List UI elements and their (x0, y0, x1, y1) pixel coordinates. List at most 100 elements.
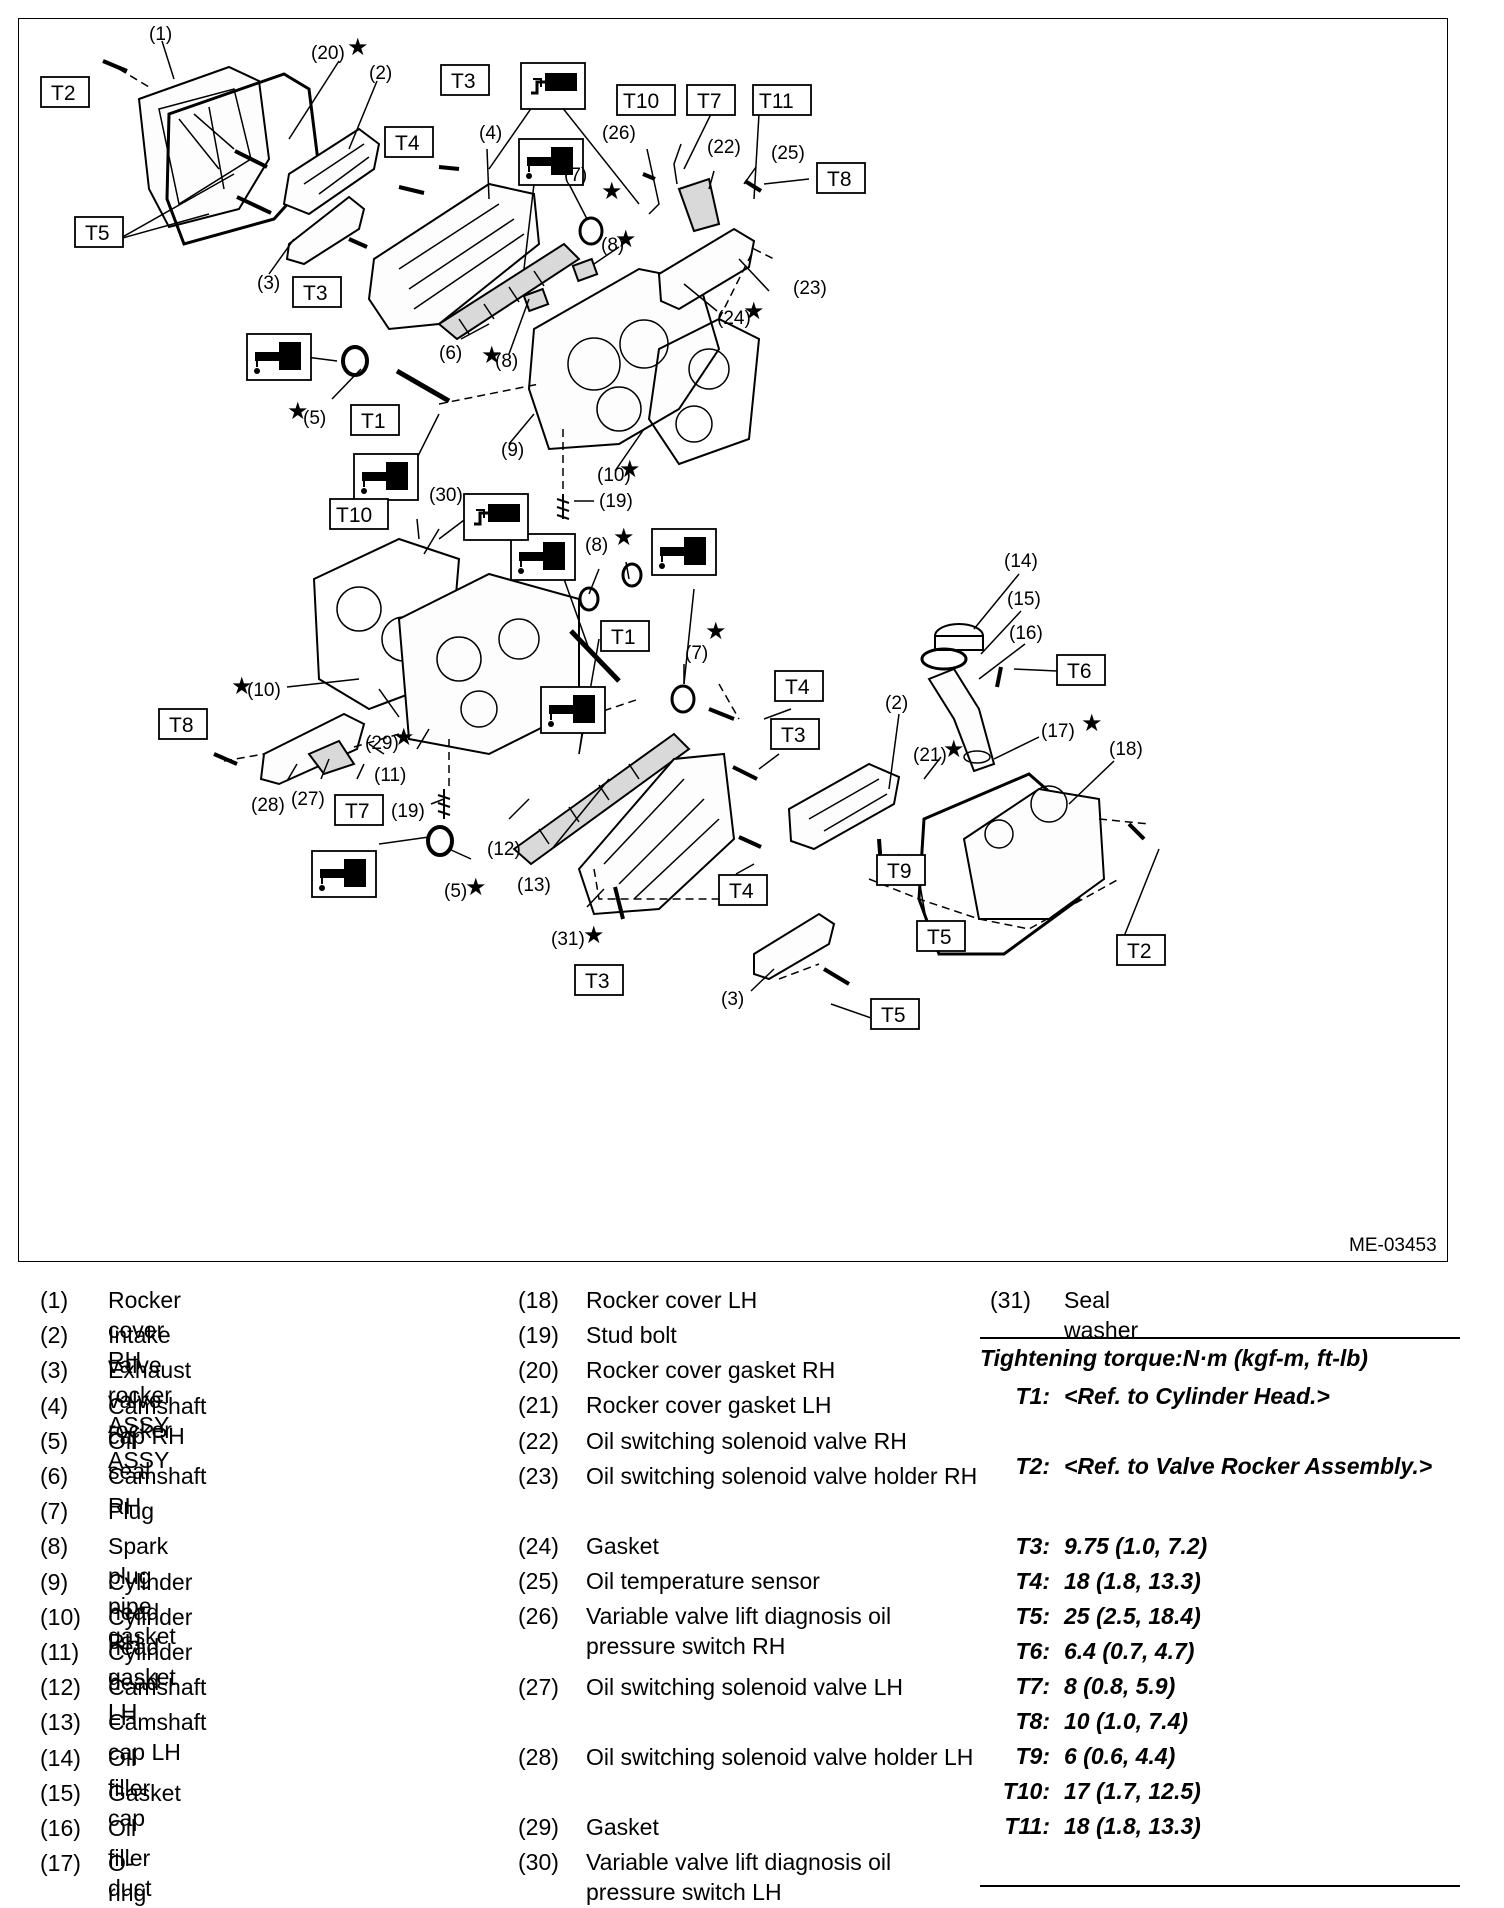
oil-can-icon (353, 453, 419, 501)
callout-12: (12) (487, 839, 521, 860)
torque-code: T4: (1015, 1568, 1051, 1594)
svg-text:★: ★ (393, 723, 415, 751)
callout-3: (3) (721, 989, 744, 1010)
torque-box-t1: T1 (350, 404, 400, 436)
torque-code: T3: (1015, 1533, 1051, 1559)
legend-item-number: (24) (518, 1533, 559, 1559)
svg-text:T8: T8 (169, 714, 194, 737)
callout-18: (18) (1109, 739, 1143, 760)
svg-text:★: ★ (1081, 709, 1103, 737)
legend-item-name: Plug (108, 1498, 155, 1524)
legend-item-name: Camshaft cap RH (108, 1393, 207, 1449)
legend-item-number: (28) (518, 1744, 559, 1770)
svg-text:T2: T2 (1127, 940, 1152, 963)
legend-item-number: (30) (518, 1849, 559, 1875)
rocker-cover-lh (962, 785, 1106, 920)
torque-value: 6 (0.6, 4.4) (1064, 1743, 1176, 1769)
svg-text:★: ★ (943, 735, 965, 763)
torque-box-t10: T10 (616, 84, 676, 116)
callout-7: (7) (564, 165, 587, 186)
callout-6: (6) (439, 343, 462, 364)
svg-text:★: ★ (231, 672, 253, 700)
torque-code: T7: (1015, 1673, 1051, 1699)
camshaft-rh (437, 242, 581, 341)
legend-item-name: Rocker cover LH (586, 1287, 758, 1313)
torque-code: T5: (1015, 1603, 1051, 1629)
star-symbols: ★ ★ ★ ★ ★ ★ ★ ★ ★ ★ ★ ★ ★ ★ ★ (231, 33, 1103, 949)
svg-text:★: ★ (481, 341, 503, 369)
o-ring (963, 750, 991, 764)
callout-27: (27) (291, 789, 325, 810)
callout-5: (5) (303, 408, 326, 429)
callout-29: (29) (365, 733, 399, 754)
legend-item-name: O-ring (108, 1850, 147, 1906)
callout-22: (22) (707, 137, 741, 158)
legend-item-name: Oil seal (108, 1428, 151, 1484)
legend-item-number: (31) (990, 1287, 1031, 1313)
svg-text:T1: T1 (361, 410, 386, 433)
diagram-canvas: (1) (20) (2) (3) (4) (6) (7) (8) (8) (26… (40, 24, 1437, 1256)
svg-text:T2: T2 (51, 82, 76, 105)
callout-25: (25) (771, 143, 805, 164)
torque-box-t4: T4 (774, 670, 824, 702)
torque-code: T9: (1015, 1743, 1051, 1769)
legend-item-number: (27) (518, 1674, 559, 1700)
legend-item-name: Oil filler duct (108, 1815, 152, 1901)
svg-text:T3: T3 (451, 70, 476, 93)
oil-seal-lh (426, 825, 454, 857)
plug-rh (578, 216, 604, 246)
svg-text:T1: T1 (611, 626, 636, 649)
oil-can-icon (510, 533, 576, 581)
camshaft-cap-rh (367, 182, 541, 331)
torque-box-t11: T11 (752, 84, 812, 116)
callout-3: (3) (257, 273, 280, 294)
callout-8: (8) (601, 235, 624, 256)
oil-filler-cap (934, 623, 984, 651)
legend-item-number: (20) (518, 1357, 559, 1383)
callout-1: (1) (149, 24, 172, 45)
legend-item-number: (7) (40, 1498, 69, 1524)
torque-box-t2: T2 (1116, 934, 1166, 966)
torque-box-t7: T7 (686, 84, 736, 116)
callout-8: (8) (495, 351, 518, 372)
plug-lh (670, 684, 696, 714)
svg-text:T10: T10 (623, 90, 659, 113)
torque-box-t10: T10 (329, 498, 389, 530)
spark-plug-gaskets (522, 257, 643, 612)
torque-code: T8: (1015, 1708, 1051, 1734)
svg-text:★: ★ (705, 617, 727, 645)
torque-code: T10: (1002, 1778, 1050, 1804)
callout-30: (30) (429, 485, 463, 506)
svg-text:T11: T11 (759, 90, 794, 113)
torque-box-t8: T8 (158, 708, 208, 740)
legend-item-name: Rocker cover RH (108, 1287, 181, 1373)
legend-item-number: (6) (40, 1463, 69, 1489)
torque-box-t3: T3 (292, 276, 342, 308)
svg-text:T7: T7 (697, 90, 722, 113)
legend-item-number: (21) (518, 1392, 559, 1418)
torque-rule-top (980, 1337, 1460, 1339)
bolts (102, 59, 1146, 986)
torque-value: 9.75 (1.0, 7.2) (1064, 1533, 1208, 1559)
cylinder-head-lh (397, 572, 580, 756)
svg-text:T5: T5 (881, 1004, 906, 1027)
legend-item-number: (26) (518, 1603, 559, 1629)
svg-text:★: ★ (743, 297, 765, 325)
torque-box-t6: T6 (1056, 654, 1106, 686)
oil-can-icon (311, 850, 377, 898)
legend-item-name: Intake valve rocker ASSY (108, 1322, 172, 1438)
svg-text:★: ★ (583, 921, 605, 949)
svg-text:★: ★ (619, 455, 641, 483)
legend-item-name: Rocker cover gasket LH (586, 1392, 832, 1418)
legend-item-name: Cylinder head gasket (108, 1604, 193, 1690)
svg-text:★: ★ (347, 33, 369, 61)
legend-item-number: (29) (518, 1814, 559, 1840)
legend-item-number: (12) (40, 1674, 81, 1700)
svg-text:T6: T6 (1067, 660, 1092, 683)
oil-can-icon (246, 333, 312, 381)
torque-code: T2: (1015, 1453, 1051, 1479)
legend-item-number: (22) (518, 1428, 559, 1454)
legend-item-number: (15) (40, 1780, 81, 1806)
legend-item-name: Gasket (108, 1780, 181, 1806)
solenoid-holder-rh (657, 227, 756, 311)
